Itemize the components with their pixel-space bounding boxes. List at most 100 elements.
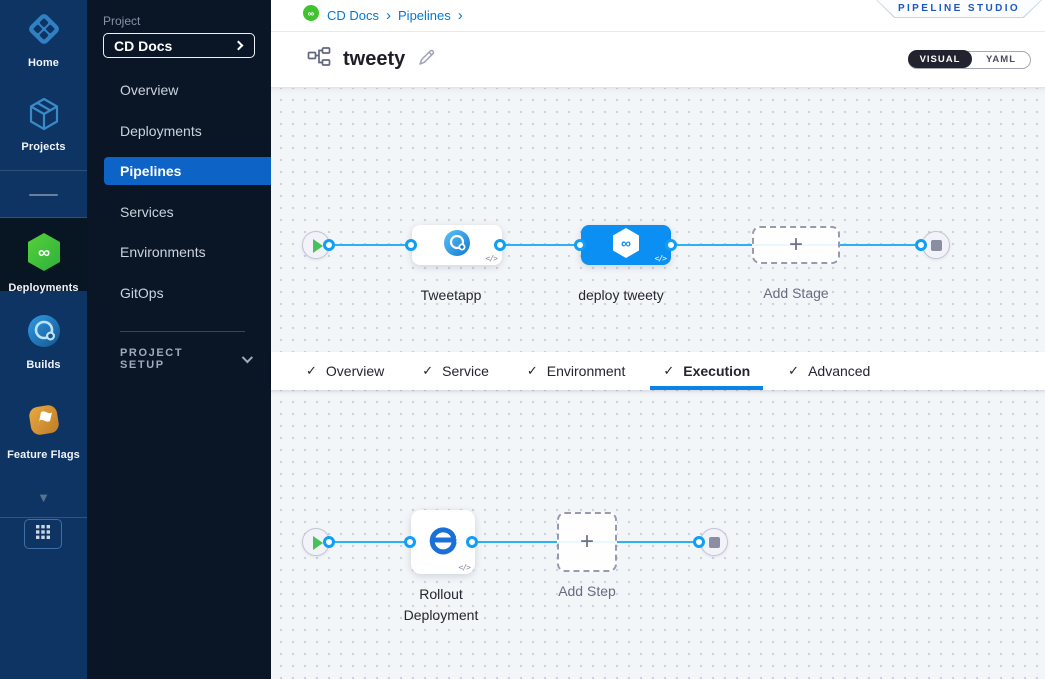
rail-bottom-divider <box>0 517 87 518</box>
pipeline-name: tweety <box>343 48 406 70</box>
collapse-triangle-icon: ▼ <box>37 490 50 505</box>
sidebar-item-gitops[interactable]: GitOps <box>120 284 164 301</box>
step-node-rollout-deployment[interactable]: </> <box>411 510 475 574</box>
check-icon: ✓ <box>306 363 317 378</box>
tab-advanced[interactable]: ✓ Advanced <box>788 363 871 379</box>
rail-label: Builds <box>26 359 61 371</box>
deployments-cd-icon: ∞ <box>0 231 87 278</box>
project-setup-toggle[interactable]: PROJECT SETUP <box>120 347 254 371</box>
code-badge: </> <box>654 254 667 263</box>
step-label: Rollout Deployment <box>403 586 479 623</box>
plus-icon: + <box>788 231 803 258</box>
project-name: CD Docs <box>114 37 173 54</box>
stage-label: Tweetapp <box>420 287 482 303</box>
sidebar-item-services[interactable]: Services <box>120 203 174 220</box>
connector-port[interactable] <box>323 536 335 548</box>
rail-divider-zone <box>0 170 87 218</box>
rail-item-projects[interactable]: Projects <box>0 96 87 153</box>
connector-port[interactable] <box>494 239 506 251</box>
breadcrumb-separator: › <box>386 7 392 24</box>
stage-node-tweetapp[interactable]: </> <box>412 225 502 265</box>
play-icon <box>313 536 323 550</box>
connector-port[interactable] <box>323 239 335 251</box>
check-icon: ✓ <box>422 363 434 378</box>
add-step-button[interactable]: + <box>557 512 617 572</box>
rolling-deploy-icon <box>427 524 459 561</box>
check-icon: ✓ <box>526 363 538 378</box>
rail-item-feature-flags[interactable]: Feature Flags <box>0 400 87 461</box>
svg-text:∞: ∞ <box>37 243 49 262</box>
sidebar-divider <box>120 331 245 332</box>
stage-config-tabs: ✓ Overview ✓ Service ✓ Environment ✓ Exe… <box>271 352 1045 390</box>
rail-collapse-toggle[interactable]: ▼ <box>0 490 87 506</box>
project-label: Project <box>103 14 141 28</box>
rail-label: Deployments <box>8 282 79 294</box>
pipeline-studio-badge: PIPELINE STUDIO <box>876 0 1042 18</box>
breadcrumb-link-pipelines[interactable]: Pipelines <box>398 8 451 23</box>
connector-port[interactable] <box>404 536 416 548</box>
connector-port[interactable] <box>915 239 927 251</box>
toggle-visual[interactable]: VISUAL <box>908 50 972 68</box>
pipeline-title-row: tweety VISUAL YAML <box>271 32 1045 88</box>
rail-item-builds[interactable]: Builds <box>0 312 87 371</box>
rail-label: Home <box>28 57 59 69</box>
pipeline-studio-main: ∞ CD Docs › Pipelines › PIPELINE STUDIO … <box>271 0 1045 679</box>
tab-execution[interactable]: ✓ Execution <box>644 352 769 390</box>
deploy-stage-icon: ∞ <box>610 226 642 265</box>
project-selector[interactable]: CD Docs <box>103 33 255 58</box>
rail-item-deployments[interactable]: ∞ Deployments <box>0 218 87 294</box>
projects-cube-icon <box>0 96 87 137</box>
rail-label: Projects <box>21 141 66 153</box>
build-stage-icon <box>443 229 471 262</box>
stop-icon <box>931 240 942 251</box>
pipeline-graph-icon <box>307 47 331 72</box>
connector-port[interactable] <box>405 239 417 251</box>
rail-label: Feature Flags <box>7 449 80 461</box>
svg-text:∞: ∞ <box>308 9 315 19</box>
tab-service[interactable]: ✓ Service <box>422 363 489 379</box>
step-connector-line <box>316 541 714 543</box>
stage-node-deploy-tweety[interactable]: ∞ </> <box>581 225 671 265</box>
connector-port[interactable] <box>693 536 705 548</box>
chevron-down-icon <box>241 352 254 364</box>
toggle-yaml[interactable]: YAML <box>985 54 1017 65</box>
module-rail: Home Projects ∞ Deployments <box>0 0 87 679</box>
rail-item-home[interactable]: Home <box>0 10 87 69</box>
grid-icon <box>35 524 51 545</box>
tab-environment[interactable]: ✓ Environment <box>526 363 626 379</box>
sidebar-item-environments[interactable]: Environments <box>120 244 206 261</box>
stage-label: deploy tweety <box>578 287 664 303</box>
stop-icon <box>709 537 720 548</box>
connector-port[interactable] <box>466 536 478 548</box>
app-grid-button[interactable] <box>24 519 62 549</box>
check-icon: ✓ <box>663 363 675 378</box>
chevron-right-icon <box>233 40 244 51</box>
code-badge: </> <box>485 254 498 263</box>
edit-pencil-icon[interactable] <box>417 48 436 72</box>
cd-module-icon: ∞ <box>303 5 319 26</box>
sidebar-item-pipelines[interactable]: Pipelines <box>87 151 271 192</box>
connector-port[interactable] <box>574 239 586 251</box>
play-icon <box>313 239 323 253</box>
add-step-label: Add Step <box>558 583 616 599</box>
connector-port[interactable] <box>665 239 677 251</box>
home-icon <box>0 10 87 53</box>
check-icon: ✓ <box>788 363 800 378</box>
breadcrumb-separator: › <box>457 7 463 24</box>
sidebar-item-deployments[interactable]: Deployments <box>120 122 202 139</box>
execution-canvas[interactable]: </> + Rollout Deployment Add Step <box>271 390 1045 679</box>
plus-icon: + <box>579 528 594 555</box>
feature-flags-icon <box>0 400 87 445</box>
visual-yaml-toggle: VISUAL YAML <box>908 50 1031 69</box>
add-stage-button[interactable]: + <box>752 226 840 264</box>
stage-canvas[interactable]: </> ∞ </> + Tweetapp deploy tweety Add S… <box>271 88 1045 352</box>
svg-text:∞: ∞ <box>621 235 631 251</box>
breadcrumb-link-project[interactable]: CD Docs <box>327 8 380 23</box>
sidebar-item-overview[interactable]: Overview <box>120 82 179 99</box>
rail-drag-handle[interactable] <box>29 194 58 196</box>
builds-ci-icon <box>0 312 87 355</box>
sidebar-nav: Overview Deployments Pipelines Services … <box>87 70 271 313</box>
project-sidebar: Project CD Docs Overview Deployments Pip… <box>87 0 271 679</box>
add-stage-label: Add Stage <box>763 285 829 301</box>
tab-overview[interactable]: ✓ Overview <box>306 363 385 379</box>
